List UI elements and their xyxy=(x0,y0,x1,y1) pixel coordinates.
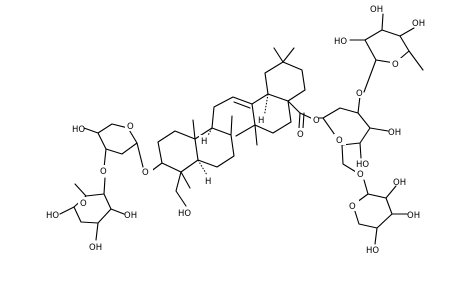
c28-bond xyxy=(287,100,301,114)
glucose-oh1 xyxy=(359,142,362,159)
carbonyl-oxygen: O xyxy=(297,130,304,140)
rhamnose-right: O HO OH OH xyxy=(334,5,425,93)
xylose-oh3 xyxy=(374,227,378,245)
xylose-oh1 xyxy=(385,185,397,199)
glucose-ch2-bond xyxy=(341,144,357,173)
h-bond-c18 xyxy=(263,93,269,119)
arabinose-o-link xyxy=(136,142,144,168)
xylose-hydroxyl-1: OH xyxy=(393,178,406,188)
xylose-ring-oxygen: O xyxy=(349,202,356,212)
rhamnose-left-ring-oxygen: O xyxy=(80,199,87,209)
rhamnose-left-oh3 xyxy=(110,208,125,215)
ester-oxygen: O xyxy=(313,116,320,126)
arabinose-o2-bond xyxy=(103,148,107,169)
ring-b xyxy=(194,127,235,168)
hydrogen-c9: H xyxy=(201,137,207,147)
xylose-link xyxy=(363,179,369,195)
xylose-sugar: O OH OH HO xyxy=(347,178,420,256)
rhamnose-right-link xyxy=(363,59,377,93)
rhamnose-left-hydroxyl-1: HO xyxy=(46,211,59,221)
glycoside-oxygen-left: O xyxy=(142,168,149,178)
carbonyl-bond-1 xyxy=(298,112,301,129)
arabinose-oh-bond xyxy=(83,127,99,134)
rhamnose-left: O HO OH OH xyxy=(46,177,137,253)
ring-a xyxy=(157,130,199,173)
rhamnose-right-hydroxyl-3: OH xyxy=(412,19,425,29)
carbonyl-bond-2 xyxy=(302,112,305,129)
rhamnose-left-hydroxyl-2: OH xyxy=(89,243,102,253)
glucose-glycosidic-oxygen-2: O xyxy=(356,89,363,99)
ring-e xyxy=(264,61,306,102)
rhamnose-right-hydroxyl-1: HO xyxy=(334,37,347,47)
xylose-hydroxyl-2: OH xyxy=(407,211,420,221)
ring-d xyxy=(251,93,292,134)
rhamnose-left-oh1 xyxy=(59,206,75,215)
glucose-ring xyxy=(322,107,371,146)
double-bond-c12 xyxy=(233,101,251,109)
gem-dimethyl-b xyxy=(282,47,295,63)
hydrogen-c5: H xyxy=(205,177,211,187)
glucose-hydroxyl-1: HO xyxy=(356,160,369,170)
hydroxymethyl-bond xyxy=(175,171,187,207)
rhamnose-right-hydroxyl-2: OH xyxy=(370,5,383,15)
aglycone-core: O H H H O O HO xyxy=(141,47,323,219)
rhamnose-right-ring-oxygen: O xyxy=(392,60,399,70)
ring-c xyxy=(211,96,256,137)
glucose-glycosidic-oxygen-6: O xyxy=(357,170,364,180)
glucose-hydroxyl-2: OH xyxy=(388,128,401,138)
rhamnose-right-methyl xyxy=(408,50,424,71)
ester-o-bond xyxy=(299,112,314,120)
rhamnose-left-methyl xyxy=(74,183,87,197)
hydrogen-c18: H xyxy=(258,116,264,126)
methyl-c4 xyxy=(180,171,191,189)
rhamnose-right-oh3 xyxy=(399,27,415,37)
rhamnose-left-link xyxy=(103,177,106,195)
arabinose-hydroxyl: HO xyxy=(72,125,85,135)
rhamnose-left-hydroxyl-3: OH xyxy=(124,211,137,221)
gem-dimethyl-a xyxy=(273,47,284,63)
arabinose-ring-oxygen: O xyxy=(127,122,134,132)
methyl-c8 xyxy=(230,115,233,136)
methyl-c14 xyxy=(254,124,258,146)
rhamnose-left-oh2 xyxy=(95,222,99,241)
arabinose-glycosidic-oxygen: O xyxy=(100,167,107,177)
xylose-hydroxyl-3: HO xyxy=(366,246,379,256)
methyl-c10 xyxy=(192,119,196,140)
glucose-ring-oxygen: O xyxy=(336,136,343,146)
arabinose-sugar: O HO O xyxy=(72,120,144,177)
rhamnose-right-oh2 xyxy=(381,13,384,31)
glucose-sugar: O HO OH O O xyxy=(318,87,401,180)
glucose-o2-bond xyxy=(357,95,361,114)
glucose-oh2 xyxy=(369,127,389,132)
hydroxymethyl-label: HO xyxy=(178,209,191,219)
